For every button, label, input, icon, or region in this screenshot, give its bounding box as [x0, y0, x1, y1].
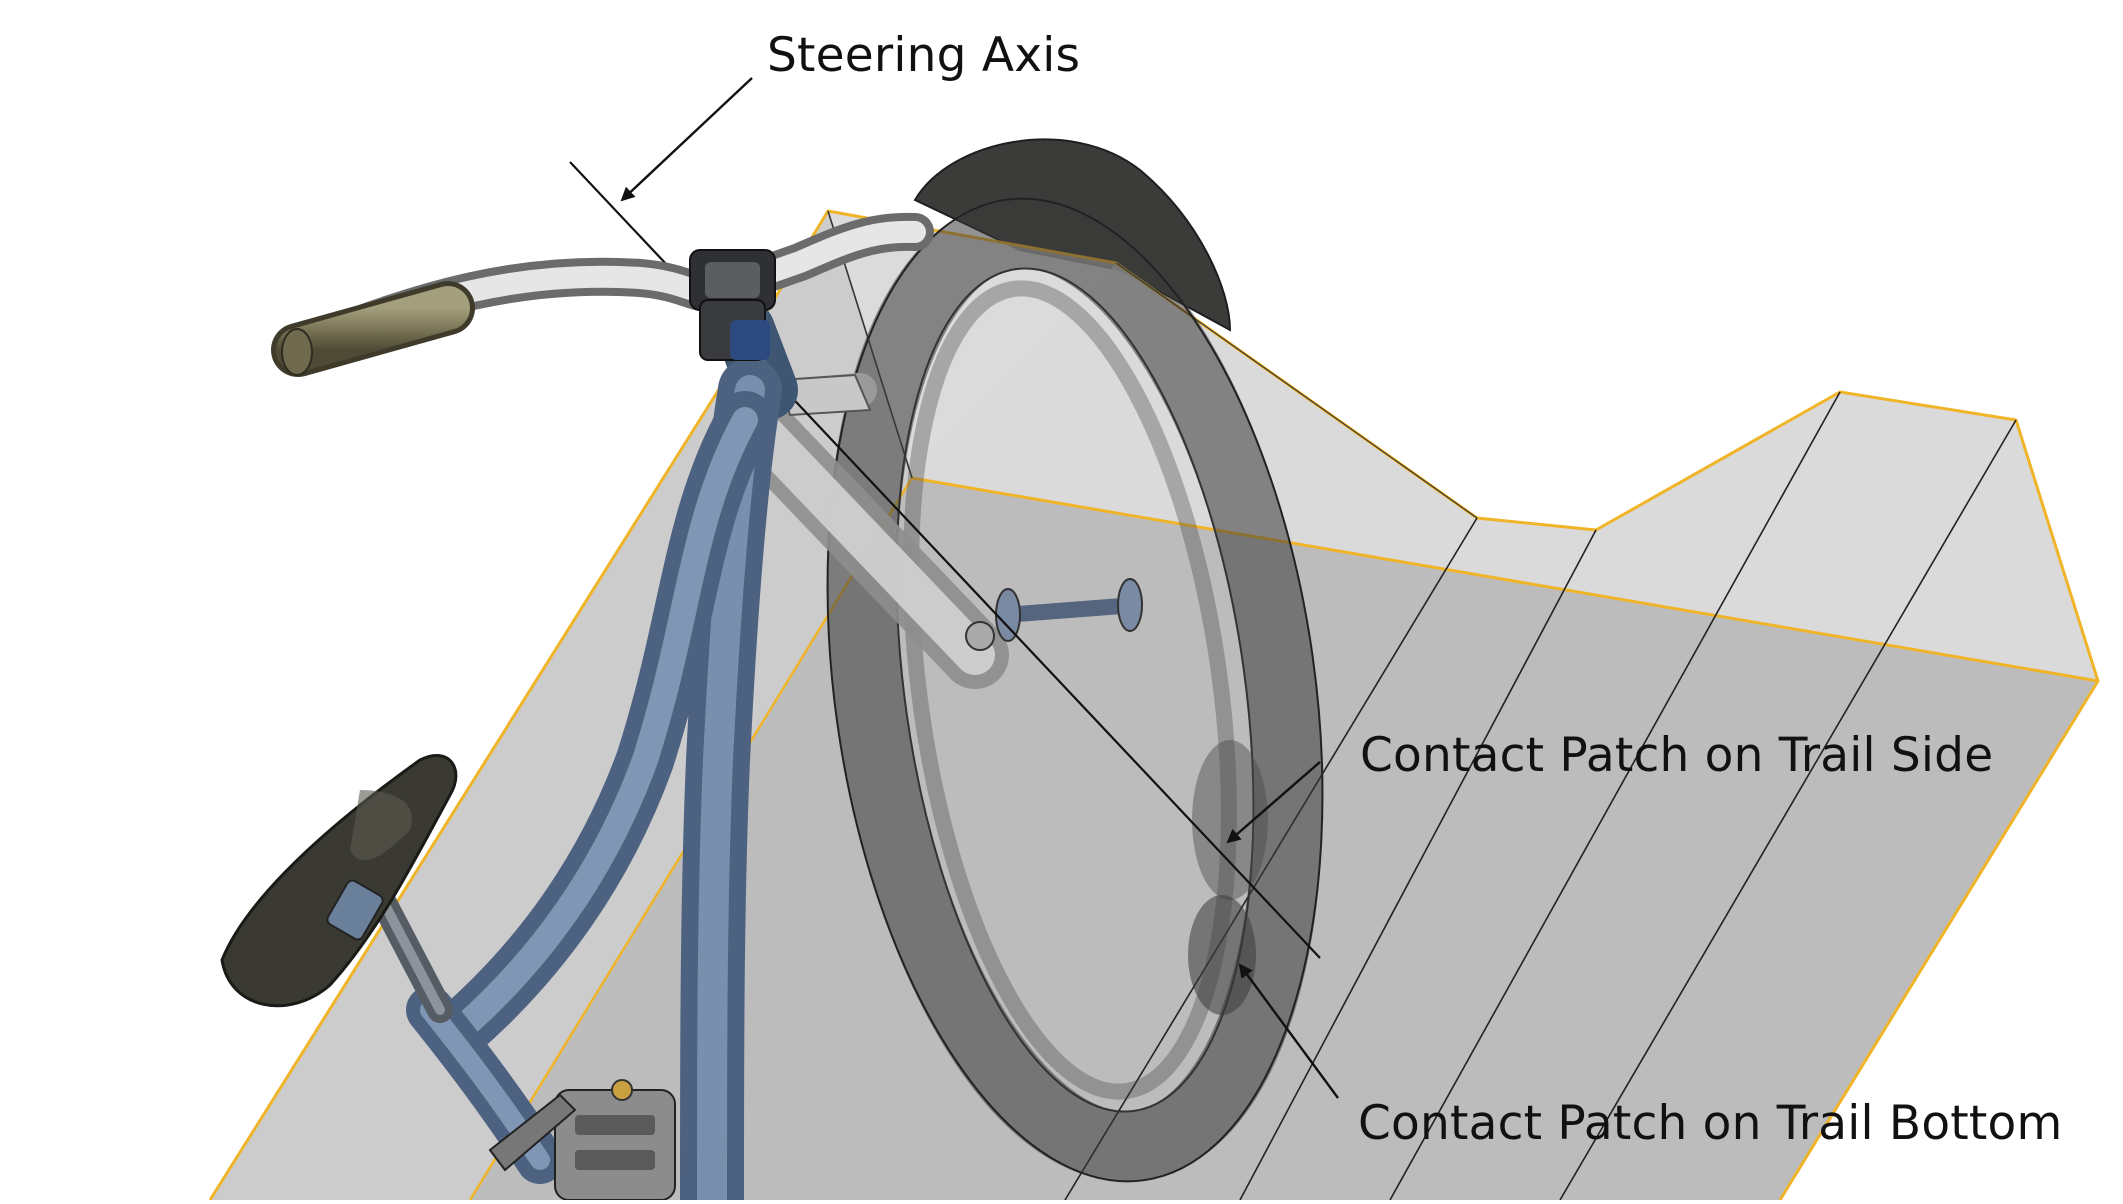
- handlebar-grip: [271, 281, 475, 377]
- contact-patch-side-label: Contact Patch on Trail Side: [1360, 728, 1994, 783]
- stem-clamp: [689, 249, 776, 361]
- pedal-crank: [488, 1079, 676, 1201]
- contact-patches: [1188, 740, 1268, 1015]
- steering-axis-arrow: [620, 77, 753, 202]
- handlebar: [271, 212, 934, 377]
- contact-patch-bottom-arrow: [1238, 963, 1339, 1099]
- steering-axis-label: Steering Axis: [767, 28, 1081, 83]
- saddle: [220, 753, 458, 1008]
- contact-patch-bottom-shape: [1188, 895, 1256, 1015]
- contact-patch-side-shape: [1192, 740, 1268, 900]
- contact-patch-bottom-label: Contact Patch on Trail Bottom: [1358, 1096, 2063, 1151]
- front-wheel: [826, 197, 1324, 1183]
- contact-patch-side-arrow: [1226, 761, 1321, 844]
